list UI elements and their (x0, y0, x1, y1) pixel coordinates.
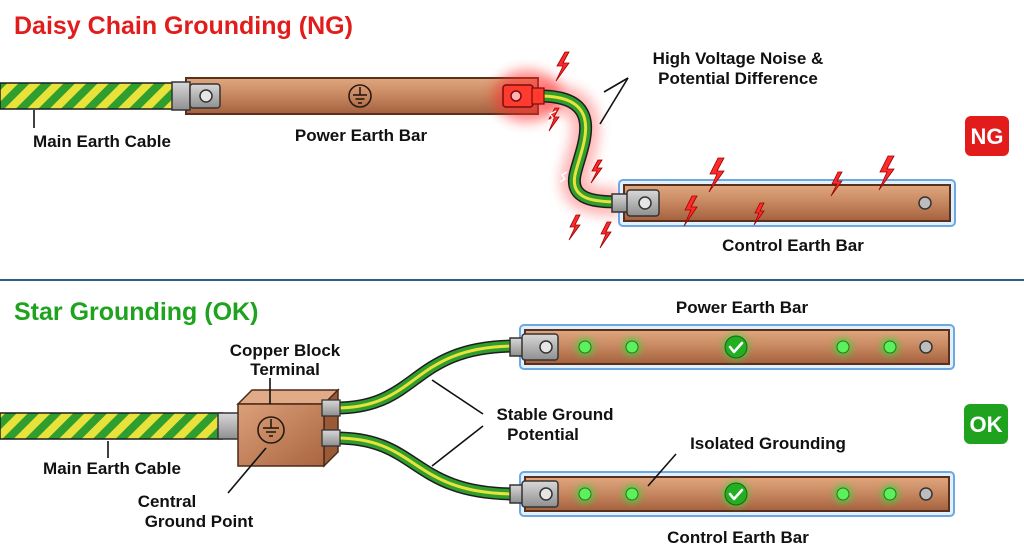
hot-connector (502, 84, 545, 108)
central-label-line1: Central (138, 492, 197, 511)
star-grounding-title: Star Grounding (OK) (14, 298, 258, 326)
noise-leader-2 (599, 77, 629, 125)
top-control-bar-label: Control Earth Bar (722, 236, 864, 255)
noise-sparks (547, 110, 616, 183)
control-bar-indicators (575, 484, 900, 504)
top-power-bar-label: Power Earth Bar (295, 126, 428, 145)
noise-label-line2: Potential Difference (658, 69, 818, 88)
block-input-ferrule (217, 412, 241, 440)
bottom-main-earth-cable (0, 412, 223, 440)
bottom-main-cable-label: Main Earth Cable (43, 459, 181, 478)
stable-leader-1 (431, 379, 484, 415)
block-label-line1: Copper Block (230, 341, 341, 360)
ng-badge: NG (965, 116, 1009, 156)
control-bar-cable-lug (509, 480, 559, 508)
stable-label-line1: Stable Ground (496, 405, 613, 424)
stable-leader-2 (431, 425, 484, 467)
top-main-cable-lug (171, 81, 221, 111)
noise-label-line1: High Voltage Noise & (653, 49, 824, 68)
control-bar-bolt (919, 487, 933, 501)
isolated-leader (647, 453, 677, 487)
bottom-power-bar-label: Power Earth Bar (676, 298, 809, 317)
block-label-line2: Terminal (250, 360, 320, 379)
ground-symbol-icon (257, 416, 285, 444)
noise-leader-1 (603, 77, 629, 93)
bottom-control-bar-label: Control Earth Bar (667, 528, 809, 547)
central-point-leader (227, 447, 267, 494)
checkmark-icon (722, 333, 750, 361)
top-main-earth-cable (0, 82, 179, 110)
power-bar-cable-lug (509, 333, 559, 361)
top-main-cable-label: Main Earth Cable (33, 132, 171, 151)
top-power-earth-bar (185, 77, 539, 115)
branch-cable-power (335, 341, 517, 413)
daisy-chain-title: Daisy Chain Grounding (NG) (14, 12, 353, 40)
ground-symbol-icon (348, 84, 372, 108)
top-control-cable-lug (611, 189, 660, 217)
ok-badge: OK (964, 404, 1008, 444)
control-bar-bolt (918, 196, 932, 210)
copper-block-terminal (236, 388, 341, 468)
checkmark-icon (722, 480, 750, 508)
power-bar-bolt (919, 340, 933, 354)
top-control-earth-bar (623, 184, 951, 222)
lightning-bolt-icon (548, 51, 895, 249)
power-bar-indicators (575, 337, 900, 357)
isolated-label: Isolated Grounding (690, 434, 846, 453)
stable-label-line2: Potential (507, 425, 579, 444)
central-label-line2: Ground Point (145, 512, 254, 531)
ng-badge-text: NG (971, 124, 1004, 149)
ok-badge-text: OK (970, 412, 1003, 437)
